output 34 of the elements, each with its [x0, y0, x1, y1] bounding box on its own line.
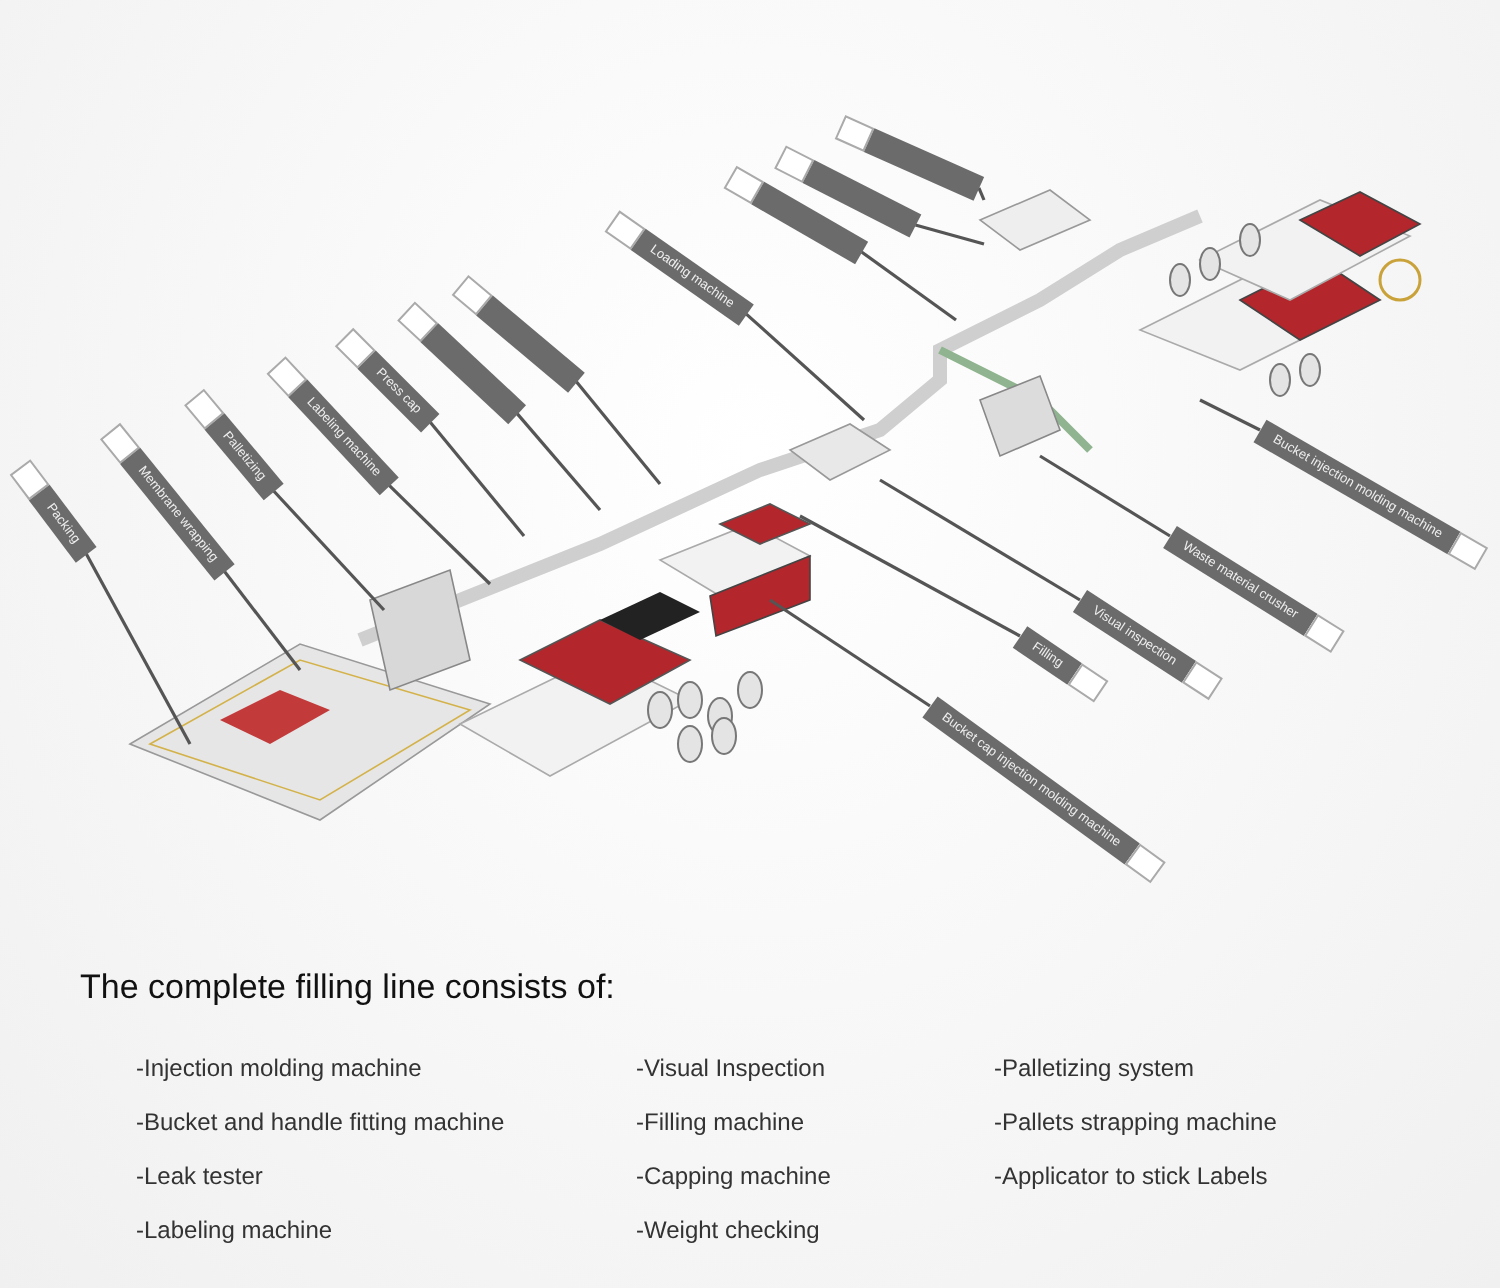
leader-line: [272, 489, 386, 612]
leader-line: [769, 598, 931, 708]
leader-line: [915, 223, 985, 246]
leader-line: [515, 412, 602, 512]
list-item: -Applicator to stick Labels: [994, 1162, 1268, 1190]
leader-line: [388, 484, 492, 586]
leader-line: [429, 421, 526, 537]
list-item: -Palletizing system: [994, 1054, 1195, 1082]
leader-line: [1039, 454, 1171, 538]
list-item: -Visual Inspection: [636, 1054, 825, 1082]
list-item: -Bucket and handle fitting machine: [136, 1108, 505, 1136]
label-flag: [184, 387, 284, 499]
list-item: -Weight checking: [636, 1216, 820, 1244]
leader-line: [223, 570, 302, 671]
leader-line: [745, 312, 866, 422]
leader-line: [575, 380, 662, 485]
leader-line: [860, 250, 957, 322]
label-flag: [604, 209, 753, 325]
leader-line: [1199, 398, 1261, 432]
label-flag: [1072, 589, 1223, 699]
label-flag: [922, 695, 1166, 882]
list-heading: The complete filling line consists of:: [80, 968, 615, 1008]
list-item: -Filling machine: [636, 1108, 805, 1136]
label-flag: [451, 274, 585, 392]
list-item: -Leak tester: [136, 1162, 263, 1190]
list-item: -Injection molding machine: [136, 1054, 422, 1082]
list-item: -Capping machine: [636, 1162, 831, 1190]
label-flag: [834, 114, 985, 200]
list-item: -Labeling machine: [136, 1216, 333, 1244]
list-item: -Pallets strapping machine: [994, 1108, 1277, 1136]
leader-line: [879, 478, 1081, 602]
label-flag: [9, 458, 97, 562]
leader-line: [799, 514, 1021, 638]
leader-line: [84, 553, 192, 745]
